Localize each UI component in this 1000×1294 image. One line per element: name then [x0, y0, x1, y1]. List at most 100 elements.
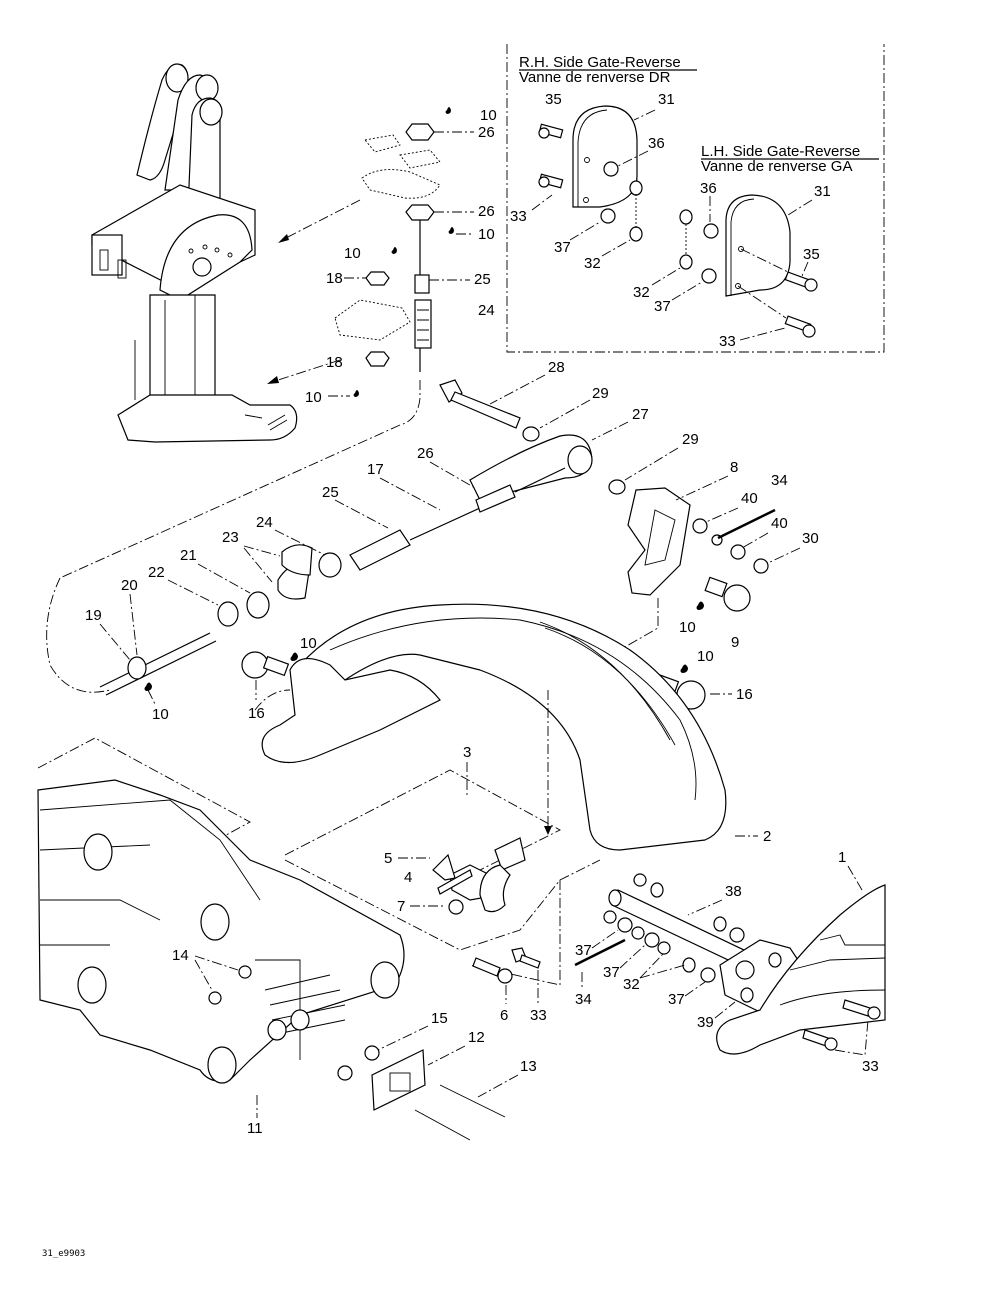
- lh-washer-37: [701, 268, 717, 284]
- callout-28: 28: [548, 359, 565, 376]
- callout-19: 19: [85, 607, 102, 624]
- callout-10: 10: [697, 648, 714, 665]
- seal-22: [217, 601, 239, 627]
- callout-10: 10: [478, 226, 495, 243]
- callout-33: 33: [862, 1058, 879, 1075]
- rh-nut: [629, 180, 643, 196]
- rh-inset-subtitle: Vanne de renverse DR: [519, 69, 671, 86]
- spring-4: [437, 869, 473, 895]
- callout-8: 8: [730, 459, 738, 476]
- callout-29: 29: [682, 431, 699, 448]
- spring-clip-5: [432, 853, 456, 881]
- callout-17: 17: [367, 461, 384, 478]
- lh-bolt-33: [784, 315, 816, 338]
- shift-arm-assembly: 28 29 27 29 8 34 40 40 30 10 9 10 16: [439, 359, 819, 710]
- callout-40: 40: [741, 490, 758, 507]
- latch-parts: 3 5 4 7: [284, 690, 561, 915]
- callout-36: 36: [700, 180, 717, 197]
- rh-gate-plate: [572, 105, 638, 208]
- lh-washer-36: [703, 223, 719, 239]
- rh-washer-37: [600, 208, 616, 224]
- callout-25: 25: [474, 271, 491, 288]
- lh-nut-32: [679, 254, 693, 270]
- callout-16: 16: [736, 686, 753, 703]
- callout-38: 38: [725, 883, 742, 900]
- callout-11: 11: [247, 1120, 263, 1137]
- callout-24: 24: [478, 302, 495, 319]
- sleeve-25: [414, 274, 430, 294]
- callout-13: 13: [520, 1058, 537, 1075]
- rh-nut-32: [629, 226, 643, 242]
- bolt-28: [439, 379, 521, 429]
- callout-33: 33: [719, 333, 736, 350]
- callout-29: 29: [592, 385, 609, 402]
- nut-26-top: [405, 123, 435, 141]
- control-lever-assembly: [91, 63, 361, 443]
- nut-26-lower: [405, 204, 435, 221]
- callout-33: 33: [510, 208, 527, 225]
- callout-26: 26: [417, 445, 434, 462]
- callout-16: 16: [248, 705, 265, 722]
- callout-32: 32: [623, 976, 640, 993]
- callout-23: 23: [222, 529, 239, 546]
- callout-31: 31: [814, 183, 831, 200]
- rh-washer-36: [603, 161, 619, 177]
- callout-34: 34: [771, 472, 788, 489]
- adjust-rod-stack: 10 26 26 10 10 18 25 24 18 10: [59, 107, 497, 579]
- callout-10: 10: [305, 389, 322, 406]
- callout-26: 26: [478, 203, 495, 220]
- deflector-2: 2: [254, 603, 771, 851]
- sleeve-25: [349, 529, 411, 571]
- bolt-16-left: [241, 651, 290, 679]
- callout-36: 36: [648, 135, 665, 152]
- callout-22: 22: [148, 564, 165, 581]
- gate-reverse-inset: R.H. Side Gate-Reverse Vanne de renverse…: [506, 44, 885, 353]
- lh-bolt-35: [784, 271, 818, 292]
- callout-7: 7: [397, 898, 405, 915]
- callout-9: 9: [731, 634, 739, 651]
- callout-2: 2: [763, 828, 771, 845]
- half-clip-23b: [281, 544, 313, 576]
- drawing-reference: 31_e9903: [42, 1249, 85, 1259]
- bracket-8: [627, 487, 691, 596]
- callout-18: 18: [326, 354, 343, 371]
- callout-20: 20: [121, 577, 138, 594]
- callout-10: 10: [679, 619, 696, 636]
- callout-26: 26: [478, 124, 495, 141]
- plate-assembly: 15 12 13: [337, 1010, 537, 1141]
- callout-3: 3: [463, 744, 471, 761]
- callout-18: 18: [326, 270, 343, 287]
- callout-40: 40: [771, 515, 788, 532]
- cable-assembly: 26 17 25 24 23 21 22 20 19 10 10 16: [46, 445, 566, 723]
- pump-housing-11: 14 11: [37, 737, 405, 1137]
- adjuster-26: [475, 484, 516, 513]
- washer-29: [522, 426, 540, 442]
- nozzle-1: [716, 884, 886, 1055]
- rh-inset-title: R.H. Side Gate-Reverse: [519, 54, 681, 71]
- callout-31: 31: [658, 91, 675, 108]
- reverse-gate-assembly: 1 38 37 37 32 34 37 39 33 6 33: [284, 849, 886, 1075]
- callout-35: 35: [803, 246, 820, 263]
- callout-1: 1: [838, 849, 846, 866]
- callout-32: 32: [584, 255, 601, 272]
- callout-37: 37: [575, 942, 592, 959]
- rh-bolt-35: [538, 123, 564, 139]
- bushing-24: [318, 552, 342, 578]
- callout-37: 37: [554, 239, 571, 256]
- callout-10: 10: [152, 706, 169, 723]
- callout-15: 15: [431, 1010, 448, 1027]
- bolt-6: [472, 957, 513, 984]
- lh-inset-title: L.H. Side Gate-Reverse: [701, 143, 860, 160]
- callout-30: 30: [802, 530, 819, 547]
- ring-21: [246, 591, 270, 619]
- callout-37: 37: [603, 964, 620, 981]
- nut-7: [448, 899, 464, 915]
- bolt-33-center: [511, 947, 541, 969]
- callout-37: 37: [654, 298, 671, 315]
- callout-24: 24: [256, 514, 273, 531]
- lh-gate-plate: [725, 194, 791, 297]
- callout-5: 5: [384, 850, 392, 867]
- callout-10: 10: [300, 635, 317, 652]
- lh-inset-subtitle: Vanne de renverse GA: [701, 158, 852, 175]
